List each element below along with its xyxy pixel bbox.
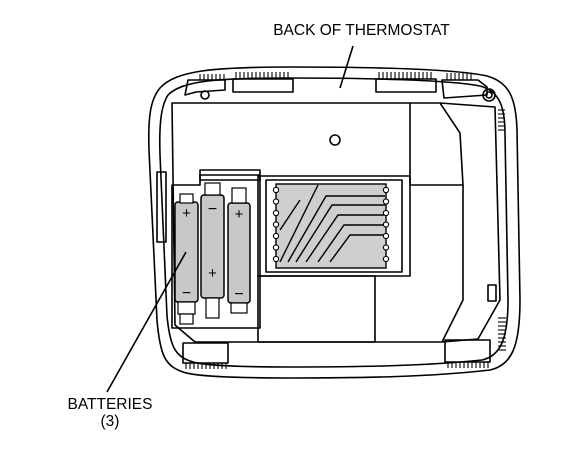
right-compartment (439, 102, 501, 343)
chip-pin (272, 232, 280, 240)
right-small-switch (487, 284, 497, 302)
bottom-notch-left (182, 342, 229, 364)
mount-hole (329, 134, 341, 146)
chip-pin (382, 209, 390, 217)
chip-pin (272, 186, 280, 194)
chip-pin (272, 209, 280, 217)
leader-line-batteries (106, 251, 187, 393)
chip-pin (272, 244, 280, 251)
chip-pin (272, 198, 280, 205)
battery-holder-top (199, 169, 261, 181)
left-side-tab (156, 171, 167, 243)
battery-1-minus: − (182, 285, 191, 302)
right-panel (409, 103, 463, 186)
battery-2-minus: − (208, 201, 217, 218)
bottom-notch-right (444, 339, 491, 363)
chip-pin (382, 198, 390, 205)
back-of-thermostat-label: BACK OF THERMOSTAT (273, 22, 450, 39)
top-slot-left (232, 78, 294, 93)
chip-pin (272, 255, 280, 263)
battery-1: + − (174, 193, 199, 325)
chip-pin (382, 232, 390, 240)
chip-pin (382, 186, 390, 194)
lower-block (257, 275, 376, 343)
battery-2-plus: + (208, 265, 217, 282)
chip-pin (382, 244, 390, 251)
chip-pin (382, 255, 390, 263)
battery-3: + − (227, 187, 251, 314)
latch-top-left (184, 79, 226, 96)
screw-top-left (200, 90, 210, 100)
batteries-label: BATTERIES (3) (40, 396, 180, 430)
leader-line-top (339, 45, 354, 89)
board-inner (265, 179, 403, 273)
latch-top-right (441, 79, 488, 99)
chip-pin (272, 221, 280, 228)
housing-inner (158, 77, 509, 368)
screw-top-right-inner (485, 91, 493, 99)
bezel-ribs (185, 72, 506, 369)
chip-pin (382, 221, 390, 228)
battery-3-minus: − (234, 286, 243, 303)
battery-1-plus: + (182, 205, 191, 222)
board-chip (272, 183, 390, 269)
battery-3-plus: + (235, 206, 244, 223)
batteries-count: (3) (100, 413, 120, 430)
inner-tray (171, 102, 464, 343)
battery-2: − + (200, 182, 225, 319)
screw-top-right (482, 88, 496, 102)
batteries-label-text: BATTERIES (67, 396, 153, 413)
top-slot-center (375, 78, 437, 93)
housing-outer (147, 66, 521, 379)
